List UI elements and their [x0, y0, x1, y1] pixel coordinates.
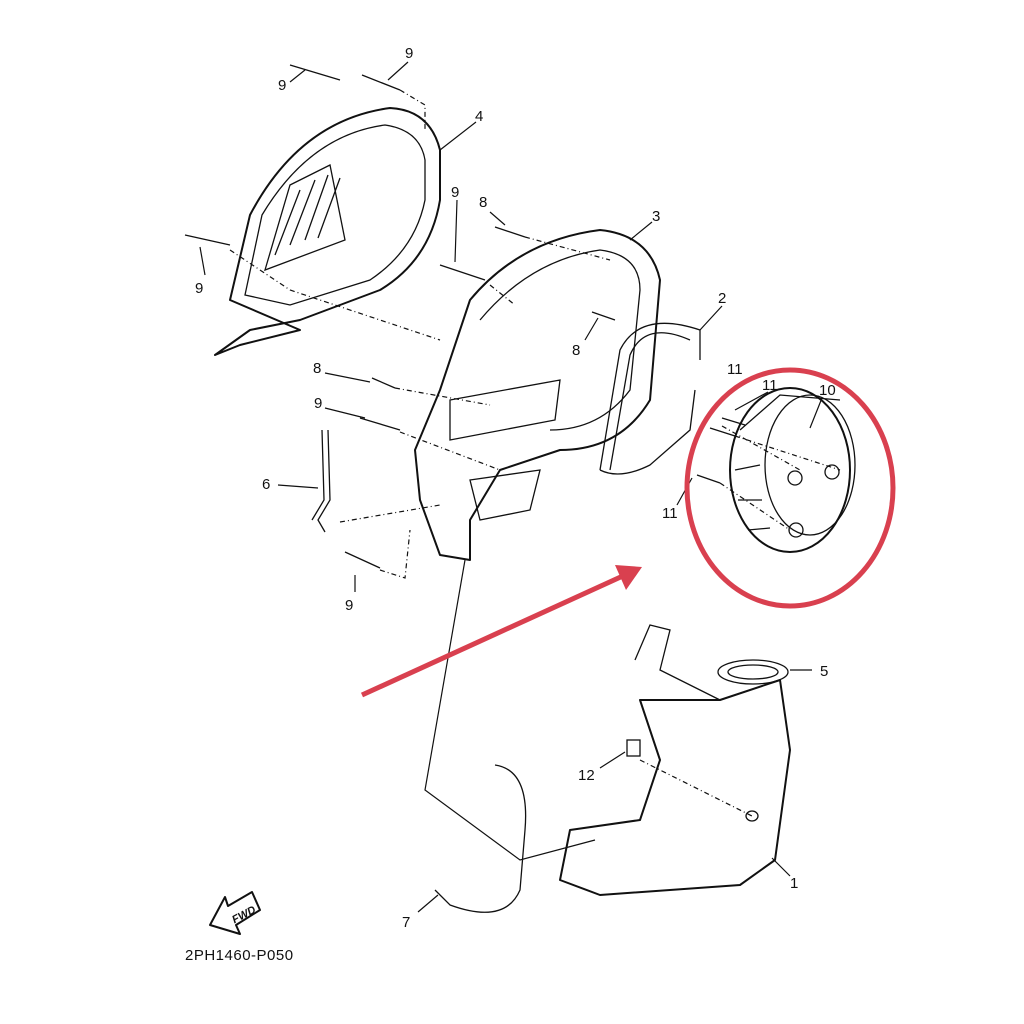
callout-6: 6 [262, 476, 270, 493]
callout-9: 9 [278, 77, 286, 94]
callout-11: 11 [727, 361, 743, 378]
callout-9: 9 [451, 184, 459, 201]
callout-1: 1 [790, 875, 798, 892]
callout-10: 10 [819, 382, 836, 399]
cable-part-7 [434, 764, 527, 913]
leader-lines [199, 61, 823, 913]
callout-7: 7 [402, 914, 410, 931]
diagram-code: 2PH1460-P050 [185, 947, 294, 964]
callout-12: 12 [578, 767, 595, 784]
bolt-icons [184, 64, 746, 569]
callout-8: 8 [479, 194, 487, 211]
callout-8: 8 [313, 360, 321, 377]
shroud-cover-part [214, 107, 441, 356]
highlight-arrow [360, 565, 642, 698]
callout-2: 2 [718, 290, 726, 307]
cooling-fan-part-10 [729, 387, 856, 553]
callout-labels: 9 9 4 9 8 3 9 2 8 11 11 10 8 9 6 11 9 5 … [195, 45, 836, 931]
callout-9: 9 [195, 280, 203, 297]
callout-5: 5 [820, 663, 828, 680]
highlight-circle [684, 367, 896, 609]
bracket-part-6 [311, 429, 331, 533]
callout-8: 8 [572, 342, 580, 359]
callout-4: 4 [475, 108, 483, 125]
lower-housing-part-1 [559, 624, 791, 896]
fwd-arrow-icon: FWD [209, 891, 261, 935]
assembly-lines [229, 89, 841, 861]
callout-9: 9 [405, 45, 413, 62]
callout-11: 11 [762, 377, 778, 394]
callout-3: 3 [652, 208, 660, 225]
callout-11: 11 [662, 505, 678, 522]
callout-9: 9 [314, 395, 322, 412]
pipe-part-2 [599, 322, 701, 475]
callout-9: 9 [345, 597, 353, 614]
cover-part-3 [414, 229, 661, 561]
